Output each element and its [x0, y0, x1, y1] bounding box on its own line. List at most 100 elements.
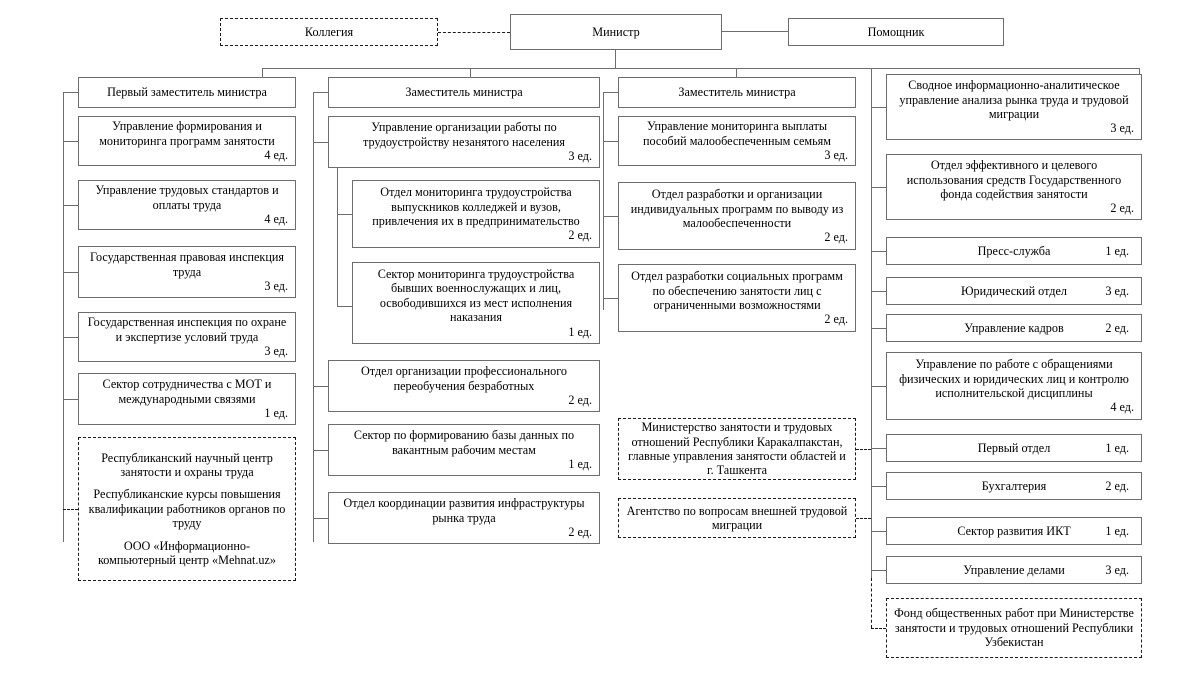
node-label: Отдел разработки социальных программ по …	[631, 269, 843, 312]
node-label: Сектор по формированию базы данных по ва…	[353, 428, 575, 457]
connector-bus-to-col3	[736, 68, 737, 78]
node-units: 4 ед.	[264, 212, 288, 227]
node-col3-attached-1[interactable]: Агентство по вопросам внешней трудовой м…	[618, 498, 856, 538]
node-collegium[interactable]: Коллегия	[220, 18, 438, 46]
node-units: 2 ед.	[1105, 478, 1129, 493]
connector-col4-item-7	[871, 486, 886, 487]
connector-col2-item-2	[337, 306, 352, 307]
connector-bus-to-col2	[470, 68, 471, 78]
connector-col1-head	[63, 92, 78, 93]
node-units: 1 ед.	[1105, 523, 1129, 538]
node-col4-item-8[interactable]: Сектор развития ИКТ 1 ед.	[886, 517, 1142, 545]
node-col4-item-2[interactable]: Пресс-служба 1 ед.	[886, 237, 1142, 265]
connector-col2-head	[313, 92, 328, 93]
node-units: 3 ед.	[1110, 121, 1134, 136]
connector-col1-item-4	[63, 399, 78, 400]
node-minister[interactable]: Министр	[510, 14, 722, 50]
connector-col1-item-0	[63, 141, 78, 142]
node-col1-head[interactable]: Первый заместитель министра	[78, 77, 296, 108]
node-units: 2 ед.	[568, 525, 592, 540]
node-label: Управление делами	[963, 562, 1065, 577]
node-col3-item-1[interactable]: Отдел разработки и организации индивидуа…	[618, 182, 856, 250]
node-units: 2 ед.	[1105, 320, 1129, 335]
connector-col2-item-1	[337, 214, 352, 215]
node-label: Сектор сотрудничества с МОТ и международ…	[102, 377, 272, 406]
connector-bus-to-col4	[1139, 68, 1140, 78]
node-col4-item-5[interactable]: Управление по работе с обращениями физич…	[886, 352, 1142, 420]
node-units: 2 ед.	[568, 228, 592, 243]
node-label: Управление по работе с обращениями физич…	[899, 357, 1129, 400]
node-col2-item-5[interactable]: Отдел координации развития инфраструктур…	[328, 492, 600, 544]
node-col1-item-4[interactable]: Сектор сотрудничества с МОТ и международ…	[78, 373, 296, 425]
node-assistant[interactable]: Помощник	[788, 18, 1004, 46]
node-label: Сектор мониторинга трудоустройства бывши…	[377, 267, 575, 325]
node-col1-item-0[interactable]: Управление формирования и мониторинга пр…	[78, 116, 296, 166]
node-col1-item-2[interactable]: Государственная правовая инспекция труда…	[78, 246, 296, 298]
connector-col3-attached-1	[856, 518, 871, 519]
connector-col1-item-2	[63, 272, 78, 273]
node-label: Управление трудовых стандартов и оплаты …	[95, 183, 279, 212]
node-label: Фонд общественных работ при Министерстве…	[894, 606, 1134, 650]
node-units: 1 ед.	[1105, 440, 1129, 455]
node-col3-head[interactable]: Заместитель министра	[618, 77, 856, 108]
connector-col4-item-8	[871, 531, 886, 532]
node-units: 2 ед.	[1110, 201, 1134, 216]
node-label: Государственная правовая инспекция труда	[90, 250, 284, 279]
spine-col2-nested	[337, 168, 338, 306]
node-label: Отдел эффективного и целевого использова…	[906, 158, 1122, 201]
node-units: 3 ед.	[264, 344, 288, 359]
connector-col3-attached-0	[856, 449, 871, 450]
connector-col2-item-0	[313, 142, 328, 143]
node-col2-item-4[interactable]: Сектор по формированию базы данных по ва…	[328, 424, 600, 476]
node-col4-item-4[interactable]: Управление кадров 2 ед.	[886, 314, 1142, 342]
node-label: Отдел организации профессионального пере…	[360, 364, 568, 393]
node-label: Отдел координации развития инфраструктур…	[343, 496, 585, 525]
connector-col1-attached	[63, 509, 78, 510]
node-col4-attached[interactable]: Фонд общественных работ при Министерстве…	[886, 598, 1142, 658]
connector-col4-item-3	[871, 291, 886, 292]
node-units: 2 ед.	[824, 312, 848, 327]
node-label: Управление формирования и мониторинга пр…	[99, 119, 275, 148]
connector-col4-item-4	[871, 328, 886, 329]
node-col3-item-0[interactable]: Управление мониторинга выплаты пособий м…	[618, 116, 856, 166]
connector-main-bus	[262, 68, 1139, 69]
node-col4-item-7[interactable]: Бухгалтерия 2 ед.	[886, 472, 1142, 500]
connector-minister-drop	[615, 50, 616, 68]
node-label: Отдел разработки и организации индивидуа…	[630, 187, 844, 230]
node-label: Управление кадров	[964, 320, 1064, 335]
node-label: Первый отдел	[977, 440, 1051, 455]
connector-col2-item-4	[313, 450, 328, 451]
node-col2-item-2[interactable]: Сектор мониторинга трудоустройства бывши…	[352, 262, 600, 344]
connector-col1-item-3	[63, 337, 78, 338]
node-units: 3 ед.	[1105, 283, 1129, 298]
node-col2-item-1[interactable]: Отдел мониторинга трудоустройства выпуск…	[352, 180, 600, 248]
connector-col3-item-1	[603, 216, 618, 217]
connector-col3-head	[603, 92, 618, 93]
node-col4-item-6[interactable]: Первый отдел 1 ед.	[886, 434, 1142, 462]
node-col4-item-9[interactable]: Управление делами 3 ед.	[886, 556, 1142, 584]
node-col2-item-0[interactable]: Управление организации работы по трудоус…	[328, 116, 600, 168]
connector-col2-item-3	[313, 386, 328, 387]
node-col1-item-3[interactable]: Государственная инспекция по охране и эк…	[78, 312, 296, 362]
spine-col4-dashed-extension	[871, 578, 872, 628]
node-label-para-1: Республиканские курсы повышения квалифик…	[88, 487, 286, 531]
node-col1-attached[interactable]: Республиканский научный центр занятости …	[78, 437, 296, 581]
node-col2-item-3[interactable]: Отдел организации профессионального пере…	[328, 360, 600, 412]
node-label: Заместитель министра	[405, 85, 523, 100]
node-col4-item-0[interactable]: Сводное информационно-аналитическое упра…	[886, 74, 1142, 140]
spine-col1	[63, 92, 64, 542]
node-col3-item-2[interactable]: Отдел разработки социальных программ по …	[618, 264, 856, 332]
node-col3-attached-0[interactable]: Министерство занятости и трудовых отноше…	[618, 418, 856, 480]
node-col1-item-1[interactable]: Управление трудовых стандартов и оплаты …	[78, 180, 296, 230]
connector-col4-attached	[871, 628, 886, 629]
node-label: Министерство занятости и трудовых отноше…	[628, 420, 846, 478]
node-units: 4 ед.	[1110, 400, 1134, 415]
spine-col4	[871, 68, 872, 578]
node-label: Министр	[592, 24, 640, 39]
node-col4-item-1[interactable]: Отдел эффективного и целевого использова…	[886, 154, 1142, 220]
connector-col1-item-1	[63, 205, 78, 206]
node-col4-item-3[interactable]: Юридический отдел 3 ед.	[886, 277, 1142, 305]
node-col2-head[interactable]: Заместитель министра	[328, 77, 600, 108]
connector-col4-item-2	[871, 251, 886, 252]
